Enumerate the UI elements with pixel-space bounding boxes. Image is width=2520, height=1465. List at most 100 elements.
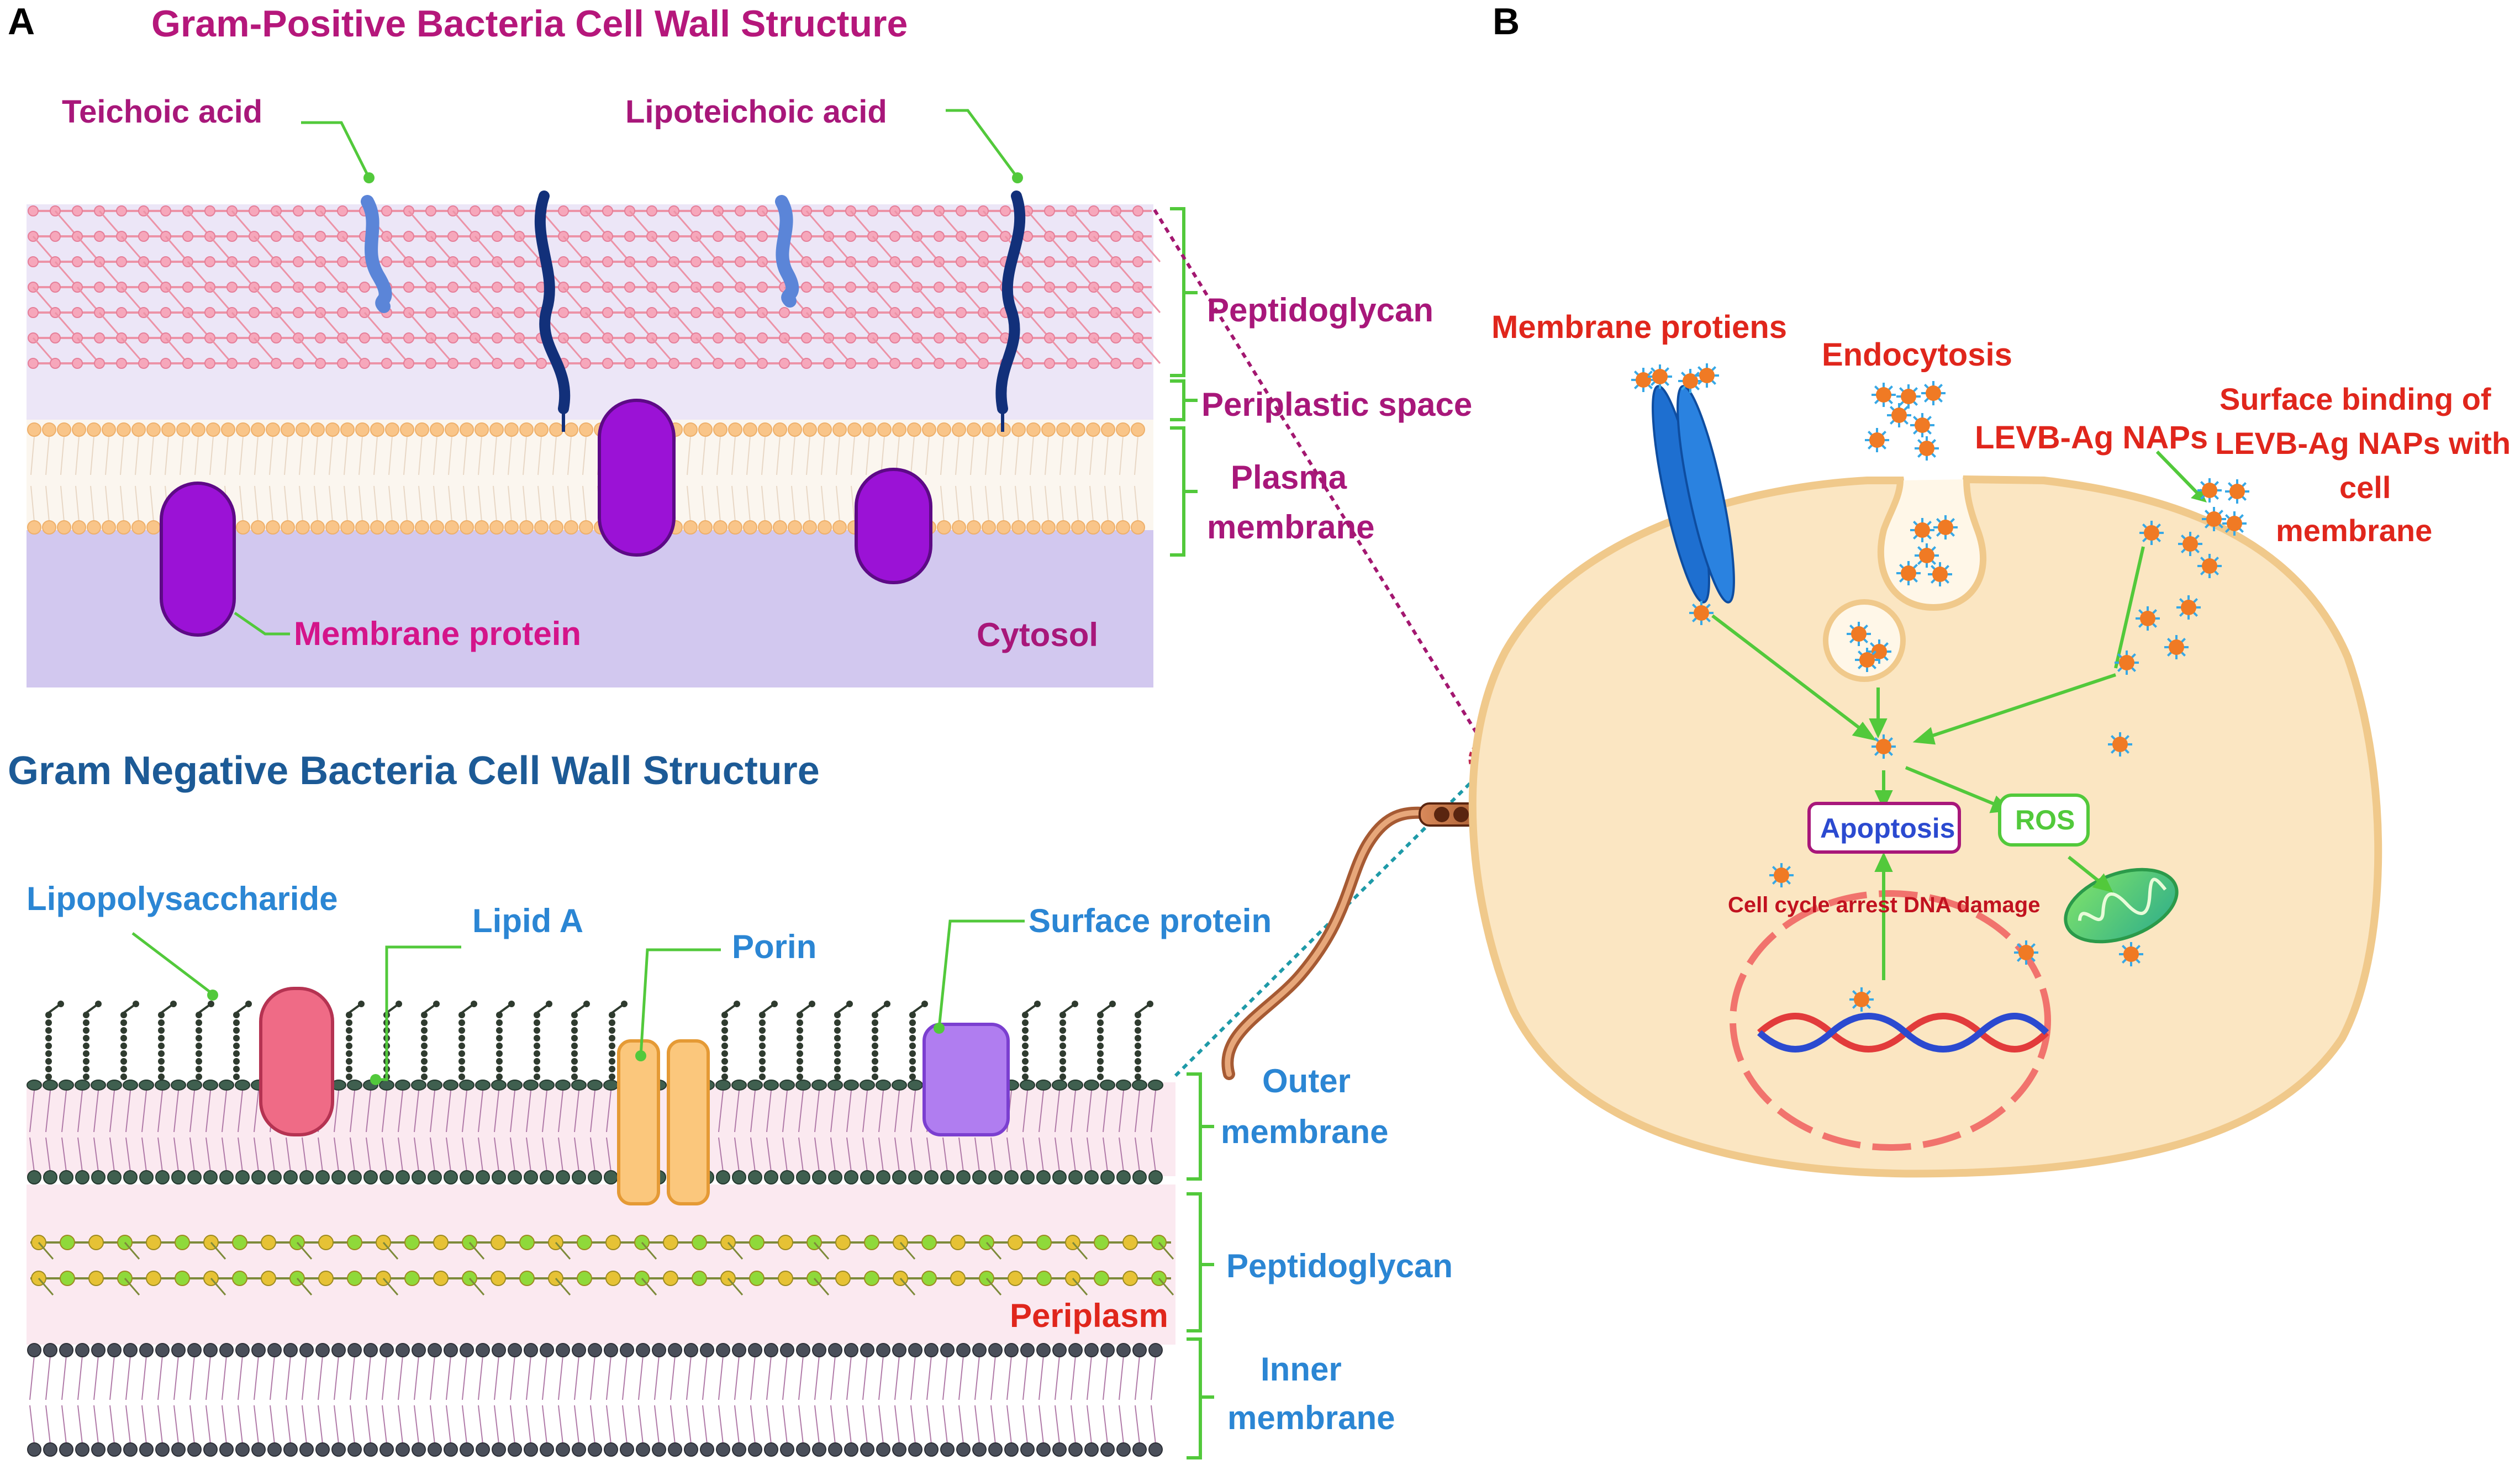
lipid-head bbox=[347, 1170, 362, 1184]
peptidoglycan-bead bbox=[921, 1235, 937, 1250]
peptidoglycan-crosslink bbox=[695, 337, 719, 364]
plasma-membrane-bracket bbox=[1170, 426, 1198, 557]
lipid-head bbox=[91, 1080, 106, 1091]
lipid-tail bbox=[1134, 485, 1138, 522]
peptidoglycan-bead bbox=[845, 282, 856, 293]
lipid-head bbox=[236, 422, 250, 437]
lipid-head bbox=[139, 1170, 154, 1184]
peptidoglycan-crosslink bbox=[1048, 337, 1073, 364]
lipid-tail bbox=[537, 485, 542, 522]
lps-sugar bbox=[158, 1035, 165, 1041]
surface-protein-leader bbox=[937, 919, 1025, 1029]
lps-sugar bbox=[797, 1027, 803, 1034]
nanoparticle bbox=[2176, 595, 2201, 620]
lps-sugar bbox=[45, 1073, 52, 1080]
lipid-head bbox=[788, 520, 802, 535]
lipid-head bbox=[296, 422, 310, 437]
lipid-head bbox=[1131, 520, 1145, 535]
peptidoglycan-bead bbox=[956, 256, 967, 267]
peptidoglycan-bead bbox=[359, 358, 370, 369]
lps-sugar bbox=[83, 1050, 89, 1057]
peptidoglycan-crosslink bbox=[296, 1278, 313, 1295]
lipid-tail bbox=[718, 1137, 724, 1172]
lipid-tail bbox=[286, 1405, 291, 1445]
lipoteichoic-acid-strand bbox=[534, 191, 571, 414]
peptidoglycan-crosslink bbox=[727, 1278, 744, 1295]
lps-sugar bbox=[496, 1043, 503, 1049]
lipid-tail bbox=[526, 1355, 531, 1400]
lps-sugar bbox=[346, 1027, 352, 1034]
peptidoglycan-crosslink bbox=[297, 287, 321, 313]
lipid-tail bbox=[494, 1355, 499, 1400]
peptidoglycan-crosslink bbox=[629, 312, 653, 339]
peptidoglycan-crosslink bbox=[474, 287, 498, 313]
lipid-tail bbox=[403, 485, 408, 522]
lipid-tail bbox=[45, 1090, 51, 1133]
lipid-tail bbox=[552, 485, 557, 522]
peptidoglycan-bead bbox=[558, 205, 569, 216]
lipid-tail bbox=[109, 1355, 115, 1400]
peptidoglycan-bead bbox=[60, 1235, 75, 1250]
lipid-head bbox=[713, 422, 727, 437]
lps-sugar bbox=[609, 1027, 615, 1034]
peptidoglycan-crosslink bbox=[209, 287, 233, 313]
peptidoglycan-crosslink bbox=[1026, 312, 1051, 339]
lipid-tail bbox=[299, 436, 303, 475]
nanoparticle bbox=[1896, 384, 1921, 409]
lps-sugar bbox=[433, 1001, 440, 1007]
lipid-tail bbox=[574, 1137, 579, 1172]
lps-sugar bbox=[496, 1050, 503, 1057]
lipid-tail bbox=[654, 1355, 660, 1400]
lps-sugar bbox=[609, 1035, 615, 1041]
peptidoglycan-bead bbox=[921, 1271, 937, 1286]
lipid-tail bbox=[45, 1355, 51, 1400]
lipid-head bbox=[844, 1343, 858, 1357]
lipid-tail bbox=[314, 436, 318, 475]
lipid-head bbox=[27, 1343, 41, 1357]
lps-sugar bbox=[83, 1066, 89, 1072]
peptidoglycan-bead bbox=[889, 332, 900, 343]
lipid-tail bbox=[398, 1355, 403, 1400]
peptidoglycan-bead bbox=[470, 307, 481, 318]
peptidoglycan-bead bbox=[735, 205, 746, 216]
lipid-head bbox=[123, 1343, 138, 1357]
lipid-tail bbox=[686, 1355, 692, 1400]
peptidoglycan-crosslink bbox=[297, 236, 321, 262]
peptidoglycan-bead bbox=[605, 1235, 621, 1250]
lps-sugar bbox=[233, 1012, 240, 1018]
lipid-head bbox=[75, 1170, 89, 1184]
nanoparticle bbox=[1871, 734, 1896, 759]
peptidoglycan-bead bbox=[447, 358, 458, 369]
lipid-head bbox=[1084, 1080, 1099, 1091]
lipid-head bbox=[460, 1442, 474, 1457]
lps-sugar bbox=[83, 1012, 89, 1018]
peptidoglycan-bead bbox=[271, 231, 282, 242]
lipid-tail bbox=[478, 1137, 483, 1172]
lipid-tail bbox=[239, 485, 244, 522]
lipid-head bbox=[844, 1170, 858, 1184]
lipid-tail bbox=[1151, 1405, 1156, 1445]
peptidoglycan-bead bbox=[1008, 1271, 1023, 1286]
lipid-head bbox=[860, 1080, 875, 1091]
lps-sugar bbox=[346, 1043, 352, 1049]
lipid-tail bbox=[926, 1355, 932, 1400]
peptidoglycan-crosslink bbox=[187, 312, 211, 339]
lipid-head bbox=[427, 1080, 442, 1091]
lipid-tail bbox=[1030, 436, 1034, 475]
peptidoglycan-bead bbox=[60, 1271, 75, 1286]
peptidoglycan-bead bbox=[779, 307, 790, 318]
nanoparticle bbox=[1910, 518, 1934, 542]
lipid-head bbox=[556, 1442, 570, 1457]
lipid-tail bbox=[526, 1137, 531, 1172]
lipid-tail bbox=[830, 1405, 836, 1445]
lipid-tail bbox=[523, 436, 527, 475]
peptidoglycan-crosslink bbox=[231, 210, 255, 237]
lipid-tail bbox=[846, 1355, 852, 1400]
lipid-tail bbox=[189, 1090, 195, 1133]
naps-label-pointer bbox=[2155, 450, 2200, 496]
nanoparticle bbox=[2178, 532, 2202, 556]
peptidoglycan-bead bbox=[138, 231, 149, 242]
lipid-tail bbox=[189, 1405, 195, 1445]
lps-sugar bbox=[872, 1050, 878, 1057]
lipid-tail bbox=[1119, 1090, 1124, 1133]
